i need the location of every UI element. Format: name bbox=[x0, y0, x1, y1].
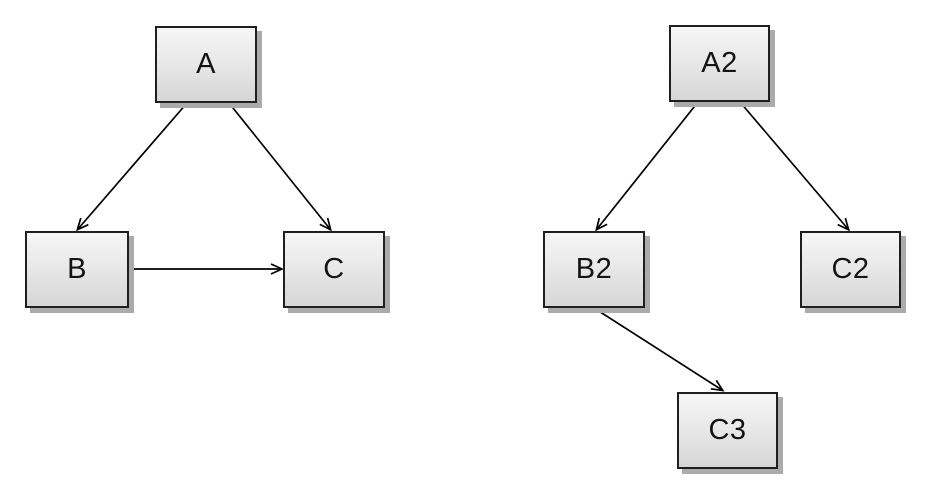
node-C[interactable]: C bbox=[283, 231, 385, 308]
node-label: C3 bbox=[708, 414, 747, 446]
node-label: C bbox=[323, 253, 345, 285]
node-label: B bbox=[67, 253, 87, 285]
node-C3[interactable]: C3 bbox=[677, 392, 778, 469]
node-label: A bbox=[196, 48, 216, 80]
edge-A2-B2[interactable] bbox=[597, 101, 699, 229]
node-A2[interactable]: A2 bbox=[669, 25, 770, 102]
edge-A-C[interactable] bbox=[228, 102, 330, 229]
node-label: C2 bbox=[831, 253, 870, 285]
node-A[interactable]: A bbox=[155, 26, 257, 103]
node-C2[interactable]: C2 bbox=[800, 231, 901, 308]
edge-B2-C3[interactable] bbox=[593, 307, 722, 390]
edge-A-B[interactable] bbox=[78, 102, 188, 229]
node-label: A2 bbox=[701, 47, 738, 79]
node-B[interactable]: B bbox=[25, 231, 129, 308]
edge-A2-C2[interactable] bbox=[739, 101, 848, 229]
node-B2[interactable]: B2 bbox=[543, 231, 645, 308]
node-label: B2 bbox=[575, 253, 613, 285]
